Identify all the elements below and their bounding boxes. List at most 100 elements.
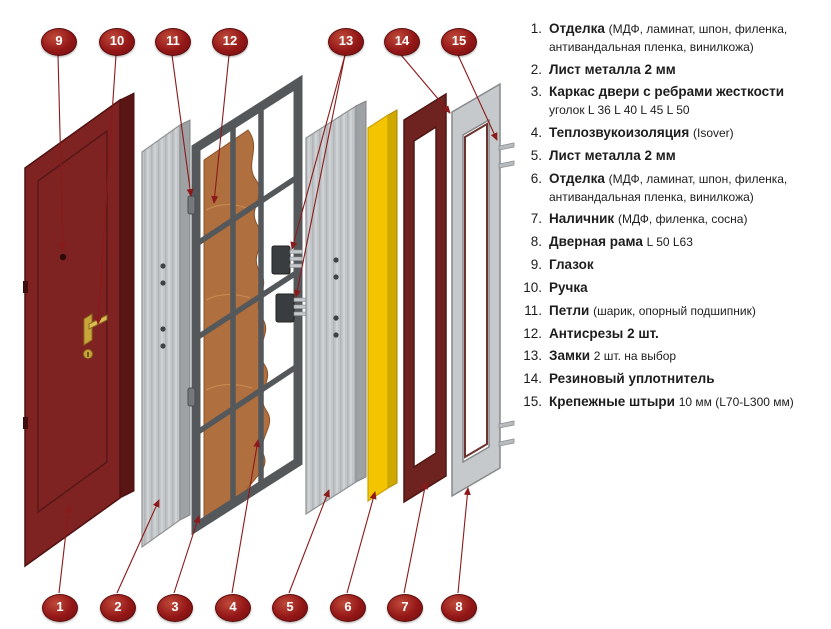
inner-finish-panel: [367, 109, 398, 503]
keyhole-slot: [87, 352, 89, 357]
anchor-pin: [498, 142, 515, 151]
legend-item-number: 6.: [530, 170, 542, 186]
legend-item-number: 7.: [530, 211, 542, 227]
sheet-hole: [333, 332, 339, 338]
legend-item-text: Крепежные штыри 10 мм (L70-L300 мм): [549, 393, 794, 411]
frame-border: [191, 74, 303, 536]
callout-2: 2: [100, 594, 136, 622]
legend-item-text: Отделка (МДФ, ламинат, шпон, филенка, ан…: [549, 20, 822, 56]
leader-3-carcass: [173, 515, 201, 594]
anchor-pin: [498, 420, 515, 429]
callout-1: 1: [42, 594, 78, 622]
leader-9-peephole: [57, 54, 67, 251]
legend-item-desc: 2 шт. на выбор: [593, 349, 677, 364]
legend-item-12: 12. Антисрезы 2 шт.: [514, 325, 822, 343]
callout-13: 13: [328, 28, 364, 56]
legend-item-title: Ручка: [549, 279, 588, 295]
legend-item-number: 8.: [530, 234, 542, 250]
outer-door-frame: [451, 82, 515, 498]
leader-4-insulation: [231, 439, 261, 594]
legend-item-text: Лист металла 2 мм: [549, 61, 676, 79]
legend-item-desc: (МДФ, филенка, сосна): [617, 212, 748, 227]
sheet-hole: [160, 280, 166, 286]
insulation-texture: [205, 293, 251, 301]
leader-6-finish: [346, 491, 377, 594]
leader-15-pins: [457, 54, 498, 141]
leader-1-finish: [58, 505, 72, 594]
legend-item-desc: L 50 L63: [646, 235, 693, 250]
leader-5-sheet: [288, 489, 330, 594]
sheet-hole: [160, 326, 166, 332]
sheet-hole: [333, 257, 339, 263]
metal-sheet-inner: [305, 100, 367, 516]
legend: 1. Отделка (МДФ, ламинат, шпон, филенка,…: [514, 20, 822, 416]
callout-12: 12: [212, 28, 248, 56]
legend-item-title: Отделка: [549, 21, 605, 36]
callout-9: 9: [41, 28, 77, 56]
legend-item-3: 3. Каркас двери с ребрами жесткости угол…: [514, 83, 822, 119]
metal-sheet-front: [141, 119, 191, 549]
callout-8: 8: [441, 594, 477, 622]
callout-15: 15: [441, 28, 477, 56]
callout-5: 5: [272, 594, 308, 622]
lock-bolt: [289, 263, 303, 268]
legend-item-15: 15. Крепежные штыри 10 мм (L70-L300 мм): [514, 393, 822, 411]
insulation-texture: [205, 383, 253, 391]
legend-item-title: Петли: [549, 302, 590, 318]
legend-item-text: Каркас двери с ребрами жесткости уголок …: [549, 83, 822, 119]
metal-sheet-face: [141, 123, 181, 549]
door-hinge-mark: [23, 417, 28, 429]
insulation-texture: [205, 203, 247, 211]
hinge: [187, 195, 196, 215]
callout-6: 6: [330, 594, 366, 622]
anchor-pin: [498, 438, 515, 447]
lock-bolt: [289, 256, 303, 261]
finish-face: [367, 113, 389, 503]
legend-item-title: Глазок: [549, 257, 594, 273]
legend-item-text: Лист металла 2 мм: [549, 147, 676, 165]
legend-item-desc: (шарик, опорный подшипник): [593, 303, 756, 318]
legend-item-text: Петли (шарик, опорный подшипник): [549, 302, 756, 320]
legend-item-number: 5.: [530, 147, 542, 163]
legend-item-title: Крепежные штыри: [549, 394, 675, 410]
legend-item-number: 12.: [523, 325, 542, 341]
legend-item-8: 8. Дверная рама L 50 L63: [514, 233, 822, 251]
legend-item-text: Замки 2 шт. на выбор: [549, 347, 676, 365]
sheet-hole: [160, 263, 166, 269]
legend-item-text: Резиновый уплотнитель: [549, 370, 715, 388]
outer-frame-body: [451, 82, 501, 498]
door-handle: [83, 313, 108, 359]
legend-item-5: 5. Лист металла 2 мм: [514, 147, 822, 165]
legend-item-number: 10.: [523, 279, 542, 295]
lock-bolt: [293, 311, 307, 316]
legend-item-11: 11. Петли (шарик, опорный подшипник): [514, 302, 822, 320]
legend-item-text: Дверная рама L 50 L63: [549, 233, 693, 251]
callout-14: 14: [384, 28, 420, 56]
legend-item-title: Дверная рама: [549, 234, 643, 250]
callout-10: 10: [99, 28, 135, 56]
leader-2-sheet: [116, 499, 160, 594]
door-frame-carcass: [187, 74, 303, 536]
door-leaf-finish: [23, 92, 135, 568]
handle-backplate: [83, 313, 93, 346]
sheet-hole: [160, 343, 166, 349]
lock-bolt: [293, 304, 307, 309]
hinge: [187, 387, 196, 407]
sheet-hole: [333, 274, 339, 280]
legend-item-6: 6. Отделка (МДФ, ламинат, шпон, филенка,…: [514, 170, 822, 206]
leader-10-handle: [94, 54, 117, 325]
metal-sheet-face: [305, 104, 357, 516]
legend-item-1: 1. Отделка (МДФ, ламинат, шпон, филенка,…: [514, 20, 822, 56]
legend-item-10: 10. Ручка: [514, 279, 822, 297]
leader-lines: [57, 54, 498, 594]
legend-item-title: Лист металла 2 мм: [549, 147, 676, 163]
legend-item-desc: (МДФ, ламинат, шпон, филенка, антивандал…: [549, 171, 788, 204]
legend-item-number: 15.: [523, 394, 542, 410]
legend-item-text: Ручка: [549, 279, 588, 297]
leader-8-frame: [457, 487, 471, 594]
legend-item-desc: (МДФ, ламинат, шпон, филенка, антивандал…: [549, 22, 788, 54]
leader-13-lock1: [290, 54, 346, 250]
frame-rib-horizontal: [196, 175, 298, 246]
